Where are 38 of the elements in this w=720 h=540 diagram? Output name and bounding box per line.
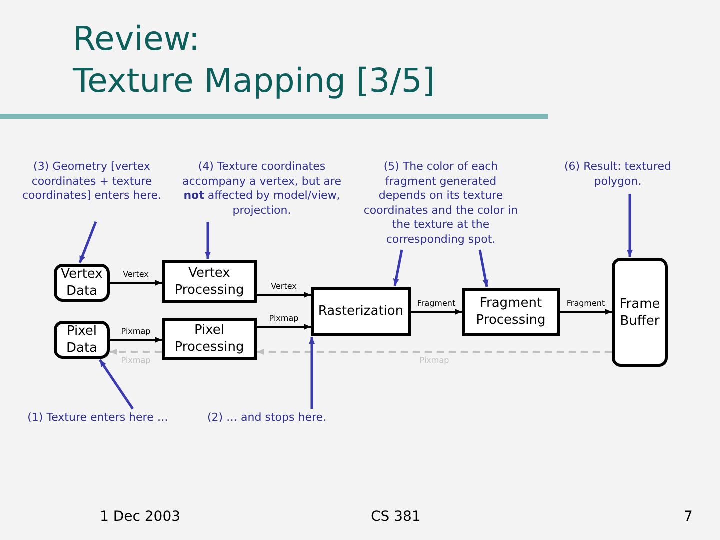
page-number: 7 xyxy=(684,508,693,526)
footer-text: 1 Dec 2003 xyxy=(100,508,181,526)
annotation-text: (6) Result: textured polygon. xyxy=(556,160,680,192)
pointer-arrow xyxy=(309,337,315,409)
arrow xyxy=(411,309,462,315)
pointer-arrow xyxy=(205,222,211,259)
pointer-arrow xyxy=(478,250,489,288)
arrow xyxy=(110,280,162,286)
edge-label: Fragment xyxy=(566,299,606,309)
arrow xyxy=(257,292,311,298)
arrow xyxy=(110,349,162,355)
process-box: Vertex Processing xyxy=(162,260,257,303)
edge-label: Pixmap xyxy=(269,314,299,324)
annotation-text: (2) … and stops here. xyxy=(192,411,342,428)
arrow xyxy=(560,309,612,315)
arrow xyxy=(110,337,162,343)
footer-text: CS 381 xyxy=(371,508,421,526)
edge-label: Vertex xyxy=(271,282,297,292)
arrow xyxy=(257,349,612,355)
process-box: Pixel Processing xyxy=(162,318,257,360)
annotation-text: (1) Texture enters here … xyxy=(12,411,184,428)
edge-label: Vertex xyxy=(123,270,149,280)
pointer-arrow xyxy=(78,222,98,264)
arrow xyxy=(257,324,311,330)
pointer-arrow xyxy=(627,194,633,257)
annotation-text: (4) Texture coordinates accompany a vertex, but are not affected by model/view, projection. xyxy=(180,160,344,220)
annotation-text: (3) Geometry [vertex coordinates + texture coordinates] enters here. xyxy=(18,160,166,220)
process-box: Fragment Processing xyxy=(462,288,560,336)
slide-title: Review: Texture Mapping [3/5] xyxy=(73,18,436,102)
pointer-arrow xyxy=(393,250,404,286)
rounded-box: Frame Buffer xyxy=(612,258,668,367)
edge-label: Fragment xyxy=(417,299,456,309)
annotation-text: (5) The color of each fragment generated depends on its texture coordinates and the color in the texture at the corresponding spot. xyxy=(362,160,520,248)
process-box: Rasterization xyxy=(311,287,411,336)
pointer-arrow xyxy=(98,359,134,410)
edge-label: Pixmap xyxy=(121,327,151,337)
rounded-box: Vertex Data xyxy=(54,264,110,302)
rounded-box: Pixel Data xyxy=(54,321,110,359)
